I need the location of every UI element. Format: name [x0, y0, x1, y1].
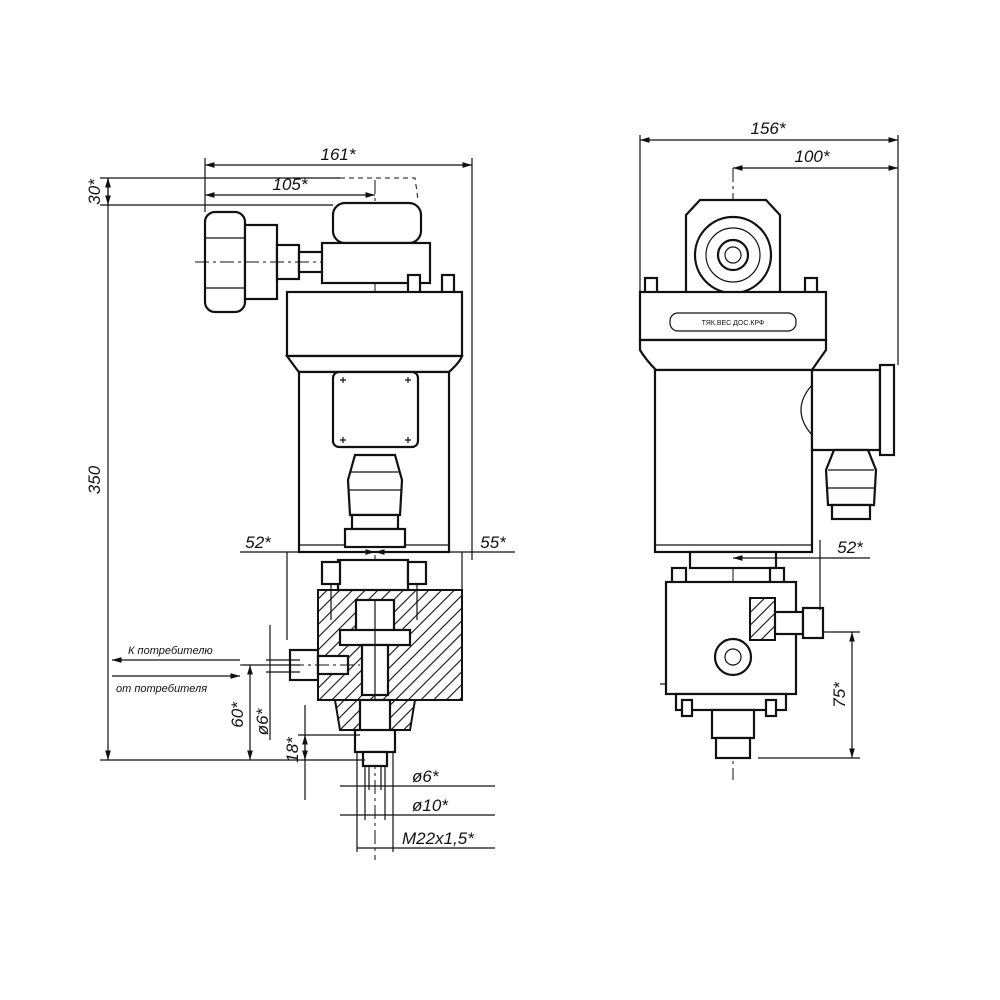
- dim-thread-label: M22x1,5*: [402, 829, 475, 848]
- main-housing: [284, 290, 464, 554]
- dim-side-mount: 52*: [733, 538, 870, 610]
- dim-18-label: 18*: [283, 736, 302, 763]
- dim-overall-width: 161*: [204, 145, 473, 560]
- dim-55-label: 55*: [480, 533, 507, 552]
- dim-bore-outer-label: ø10*: [412, 796, 449, 815]
- dim-port-heights: 60* ø6*: [228, 625, 300, 760]
- dim-offset-width: 105*: [205, 175, 375, 198]
- side-lower-block: [660, 550, 825, 760]
- dim-mount-widths: 52* 55*: [240, 533, 515, 555]
- dim-161-label: 161*: [321, 145, 357, 164]
- dim-side-port-height: 75*: [758, 631, 860, 759]
- dim-100-label: 100*: [795, 147, 831, 166]
- dim-156-label: 156*: [751, 119, 787, 138]
- dim-75-label: 75*: [830, 681, 849, 708]
- flow-labels: К потребителю от потребителя: [112, 645, 240, 695]
- dim-60-label: 60*: [228, 701, 247, 728]
- dim-30-label: 30*: [85, 178, 104, 205]
- dim-105-label: 105*: [273, 175, 309, 194]
- dim-side-overall-width: 156*: [639, 119, 899, 365]
- bolt-left: [320, 560, 342, 620]
- bolt-right: [406, 560, 428, 620]
- side-housing: [638, 338, 896, 554]
- dim-52-label: 52*: [245, 533, 272, 552]
- dim-port-diameter-label: ø6*: [253, 707, 272, 735]
- flow-to-consumer: К потребителю: [128, 645, 213, 657]
- side-handwheel: [195, 210, 340, 314]
- dim-overall-height: 350: [85, 178, 365, 761]
- side-view: ТЯК.ВЕС ДОС.КРФ: [638, 119, 899, 780]
- actuator-head: [320, 177, 456, 295]
- nameplate-text: ТЯК.ВЕС ДОС.КРФ: [702, 320, 765, 327]
- dim-side-52-label: 52*: [837, 538, 864, 557]
- flow-from-consumer: от потребителя: [116, 683, 207, 695]
- dim-350-label: 350: [85, 465, 104, 494]
- front-view: 161* 105* 30* 350 52* 55*: [85, 145, 515, 860]
- dim-side-offset-width: 100*: [733, 147, 898, 171]
- dim-bore-inner-label: ø6*: [412, 767, 440, 786]
- dim-bore: ø6* ø10* M22x1,5*: [340, 752, 495, 852]
- side-head: ТЯК.ВЕС ДОС.КРФ: [638, 198, 828, 342]
- dim-nozzle-height: 18*: [283, 705, 360, 800]
